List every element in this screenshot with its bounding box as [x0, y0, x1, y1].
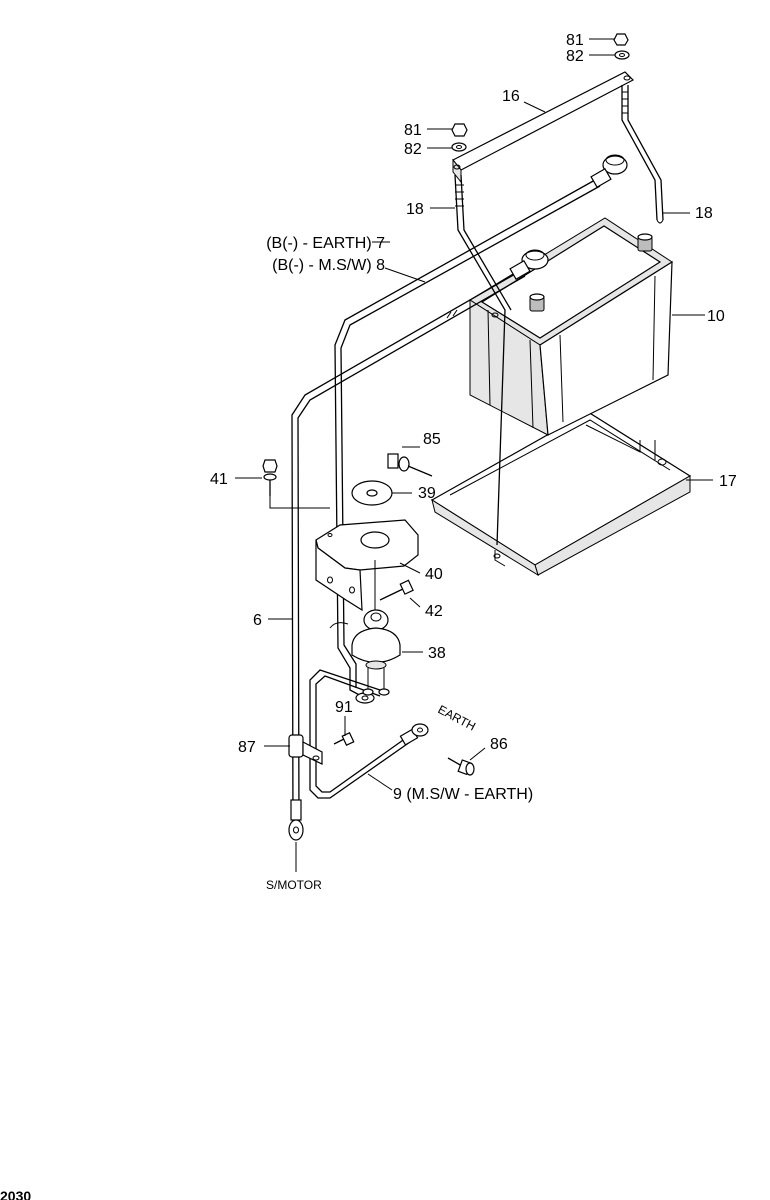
label-85: 85 [423, 431, 441, 448]
label-18-left: 18 [406, 201, 424, 218]
leader-lines [235, 38, 713, 872]
label-38: 38 [428, 645, 446, 662]
label-81-left: 81 [404, 122, 422, 139]
label-87: 87 [238, 739, 256, 756]
nut-81-top [613, 33, 629, 46]
terminal-clamp-negative [509, 249, 549, 281]
label-18-right: 18 [695, 205, 713, 222]
washer-82-left [451, 142, 467, 152]
label-smotor: S/MOTOR [266, 878, 322, 892]
label-7: (B(-) - EARTH) 7 [266, 235, 385, 252]
label-10: 10 [707, 308, 725, 325]
seal-39 [351, 480, 393, 506]
hold-down-rod-left [454, 174, 512, 546]
bolt-85 [387, 453, 433, 477]
label-91: 91 [335, 699, 353, 716]
bolt-86 [447, 757, 475, 776]
bolt-42 [379, 579, 414, 601]
label-6: 6 [253, 612, 262, 629]
label-16: 16 [502, 88, 520, 105]
nut-81-left [451, 123, 468, 137]
label-82-top: 82 [566, 48, 584, 65]
footer-code: 2030 [0, 1188, 32, 1200]
battery-terminal-positive [637, 233, 653, 252]
label-40: 40 [425, 566, 443, 583]
label-39: 39 [418, 485, 436, 502]
cable-9 [309, 669, 429, 799]
hold-down-bar [452, 71, 635, 184]
washer-82-top [614, 50, 630, 60]
cable-clamp-87 [288, 734, 323, 765]
battery-switch-38 [329, 560, 401, 696]
bolt-41 [262, 459, 278, 496]
earth-terminal [399, 723, 429, 746]
cable-7-earth [334, 154, 628, 704]
battery-tray [430, 411, 692, 577]
battery [469, 217, 673, 436]
label-86: 86 [490, 736, 508, 753]
label-42: 42 [425, 603, 443, 620]
label-8: (B(-) - M.S/W) 8 [272, 257, 385, 274]
label-17: 17 [719, 473, 737, 490]
terminal-clamp-positive [590, 154, 628, 189]
part-labels: 81 82 16 81 82 18 18 (B(-) - EARTH) 7 (B… [210, 32, 737, 892]
label-82-left: 82 [404, 141, 422, 158]
label-earth: EARTH [436, 702, 478, 733]
hold-down-rod-right [621, 85, 664, 224]
label-81-top: 81 [566, 32, 584, 49]
cable-6-and-8 [288, 249, 549, 841]
smotor-terminal [288, 799, 304, 841]
bolt-91 [333, 731, 355, 747]
label-9: 9 (M.S/W - EARTH) [393, 786, 533, 803]
battery-terminal-negative [529, 293, 545, 312]
label-41: 41 [210, 471, 228, 488]
switch-bracket-40 [315, 519, 419, 612]
